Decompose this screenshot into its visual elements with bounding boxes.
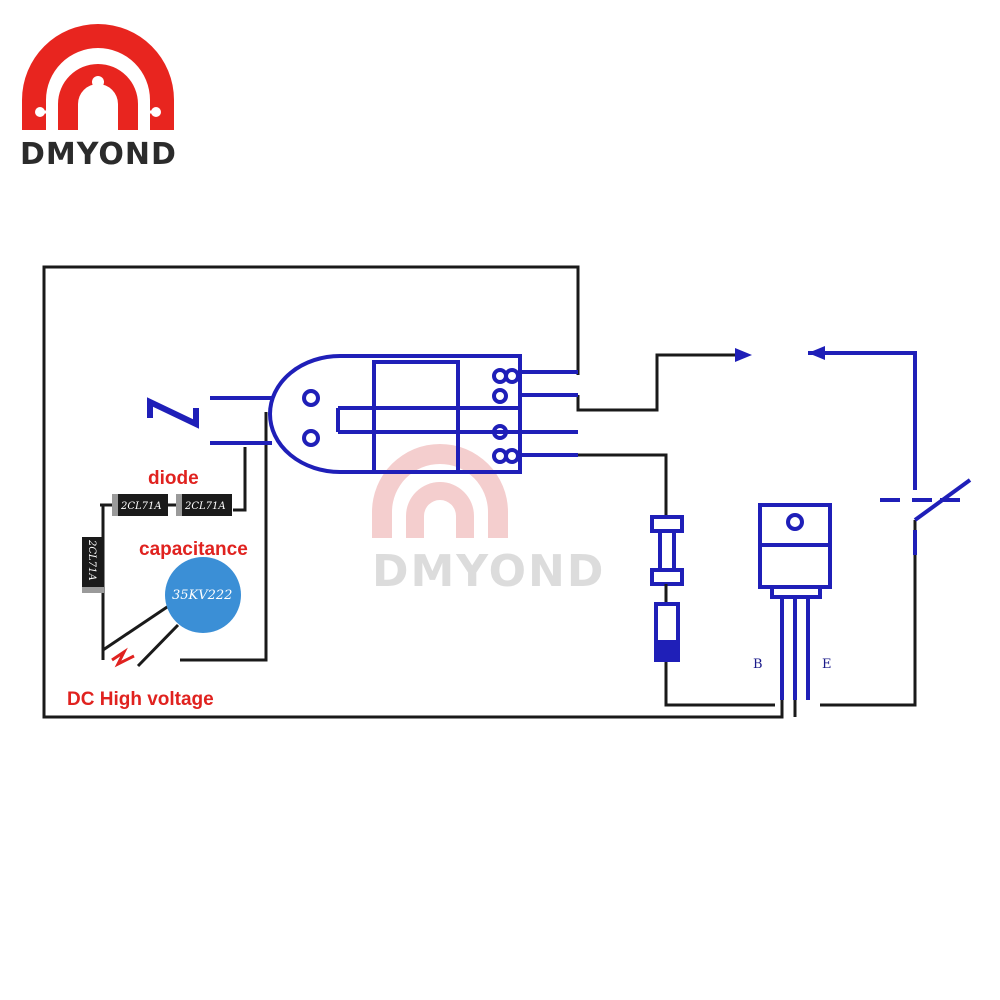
switch-icon — [880, 450, 972, 555]
logo-arch-icon — [22, 24, 174, 130]
diode-2-label: 2CL71A — [184, 501, 226, 512]
diode-vertical — [654, 584, 680, 662]
logo-text: DMYOND — [20, 137, 177, 172]
ac-source-icon — [147, 397, 199, 429]
wires-blue — [210, 351, 917, 457]
diode-caption: diode — [148, 468, 199, 489]
wires-black — [42, 265, 917, 719]
watermark-arch-icon — [372, 444, 508, 538]
spark-gap-icon — [111, 647, 135, 668]
diode-2: 2CL71A — [176, 494, 232, 516]
brand-logo: DMYOND — [20, 24, 177, 172]
diode-3-label: 2CL71A — [86, 539, 97, 581]
output-arrow-left-icon — [808, 346, 825, 360]
watermark-text: DMYOND — [372, 546, 605, 597]
diode-3: 2CL71A — [82, 537, 104, 593]
transistor — [758, 503, 832, 700]
capacitance-caption: capacitance — [139, 539, 248, 560]
ignition-coil — [268, 354, 522, 474]
diode-1: 2CL71A — [100, 494, 168, 516]
dc-high-voltage-caption: DC High voltage — [67, 689, 214, 710]
capacitor: 35KV222 — [136, 557, 241, 668]
resistor — [650, 515, 684, 586]
pin-b-label: B — [753, 657, 763, 672]
output-arrow-right-icon — [735, 348, 752, 362]
capacitor-label: 35KV222 — [172, 588, 232, 603]
diode-1-label: 2CL71A — [120, 501, 162, 512]
watermark: DMYOND — [372, 444, 605, 597]
pin-e-label: E — [822, 657, 832, 672]
